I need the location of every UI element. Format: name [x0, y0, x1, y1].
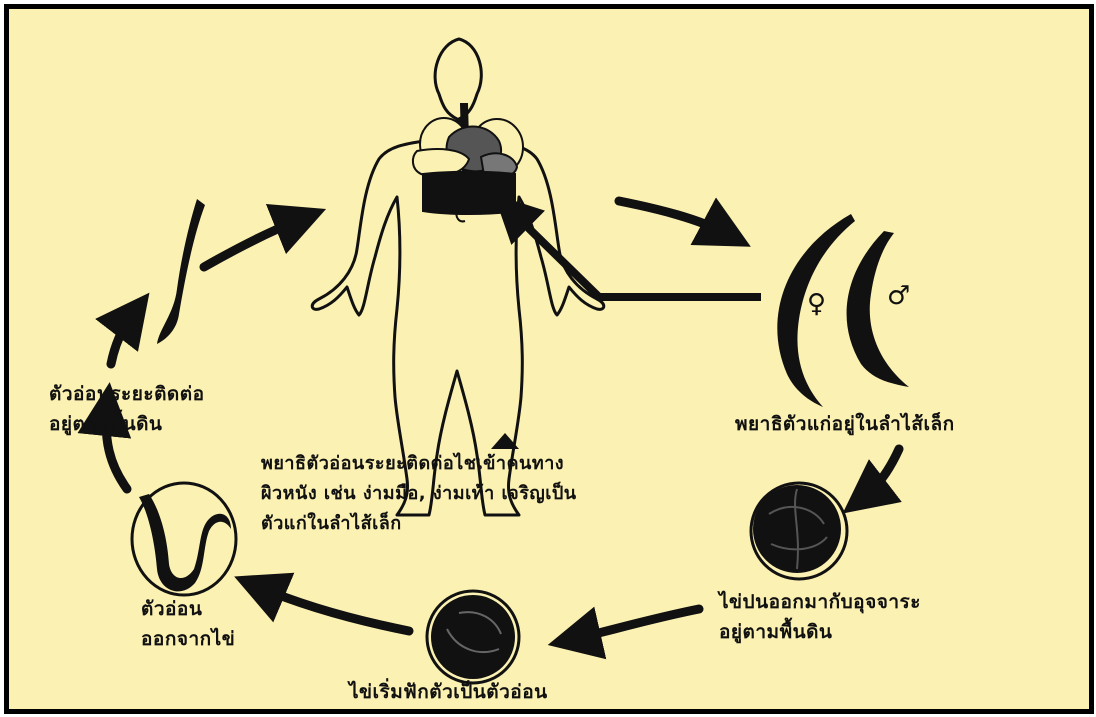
arrow-larva-to-body [204, 219, 301, 267]
egg-embryonating [427, 591, 519, 683]
human-body-figure [312, 39, 604, 515]
arrow-to-infective-larva [111, 314, 133, 364]
male-symbol: ♂ [887, 281, 911, 311]
diagram-frame: ♀ ♂ ตัวอ่อนระยะติดต่อ อยู่ตามพื้นดิน พยา… [4, 4, 1094, 714]
label-infective-larva: ตัวอ่อนระยะติดต่อ อยู่ตามพื้นดิน [49, 379, 205, 439]
infective-larva [157, 199, 205, 344]
larva-in-egg [132, 483, 236, 595]
label-eggs-passed: ไข่ปนออกมากับอุจจาระ อยู่ตามพื้นดิน [719, 587, 921, 647]
egg-segmented [751, 483, 847, 579]
arrow-body-to-worms [619, 201, 727, 234]
arrow-embryo-to-larva [259, 587, 409, 631]
arrow-worms-to-egg [864, 449, 899, 497]
arrow-egg-to-embryo [574, 609, 699, 639]
label-adult-worms: พยาธิตัวแก่อยู่ในลำไส้เล็ก [735, 409, 955, 439]
label-larva-hatch: ตัวอ่อน ออกจากไข่ [141, 594, 235, 654]
label-host-infection: พยาธิตัวอ่อนระยะติดต่อไชเข้าคนทาง ผิวหนั… [261, 449, 577, 539]
label-egg-embryonating: ไข่เริ่มฟักตัวเป็นตัวอ่อน [349, 677, 548, 707]
female-symbol: ♀ [807, 289, 827, 319]
internal-organs [413, 104, 523, 221]
